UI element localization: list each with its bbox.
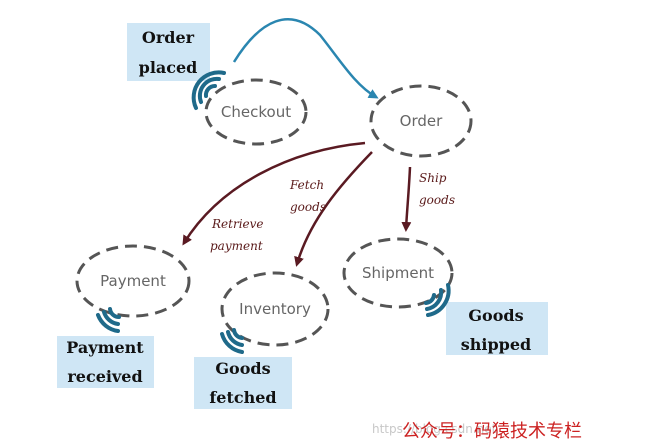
watermark-text: 公众号：码猿技术专栏 <box>402 421 582 442</box>
edge-label-retrieve-payment: Retrieve payment <box>210 217 264 253</box>
edge-label-fetch-goods: Fetch goods <box>289 178 326 214</box>
note-goods-shipped: Goods shipped <box>446 302 548 355</box>
arrow-order-to-inventory <box>294 151 373 267</box>
arrow-order-to-payment <box>182 141 366 246</box>
edge-label-fetch: Fetch <box>289 178 324 192</box>
node-inventory: Inventory <box>220 271 330 347</box>
note-goods-fetched: Goods fetched <box>194 357 292 409</box>
note-order-placed-line1: Order <box>142 28 195 47</box>
note-payment-received-line2: received <box>67 367 142 386</box>
node-payment: Payment <box>75 244 191 318</box>
node-shipment-label: Shipment <box>362 264 434 282</box>
node-checkout-label: Checkout <box>221 103 291 121</box>
checkout-signal-icon <box>191 70 226 110</box>
node-payment-label: Payment <box>100 272 166 290</box>
edge-label-goods-2: goods <box>419 193 455 207</box>
event-arrow-checkout-to-order <box>232 18 379 99</box>
edge-label-ship: Ship <box>419 171 447 185</box>
inventory-signal-icon <box>220 328 244 354</box>
edge-label-retrieve: Retrieve <box>211 217 264 231</box>
edge-label-payment: payment <box>210 239 263 253</box>
payment-signal-icon <box>96 307 121 333</box>
node-checkout: Checkout <box>204 78 308 146</box>
watermark-faint-url: https://blog.csdn.net <box>372 422 497 436</box>
note-goods-shipped-line2: shipped <box>461 335 531 354</box>
edge-label-ship-goods: Ship goods <box>419 171 455 207</box>
node-inventory-label: Inventory <box>239 300 311 318</box>
note-goods-fetched-line2: fetched <box>209 388 276 407</box>
node-order-label: Order <box>400 112 443 130</box>
note-order-placed: Order placed <box>127 23 210 81</box>
node-shipment: Shipment <box>342 237 454 309</box>
arrow-order-to-shipment <box>401 166 412 232</box>
shipment-signal-icon <box>424 283 451 317</box>
edge-label-goods-1: goods <box>290 200 326 214</box>
node-order: Order <box>369 84 473 158</box>
note-payment-received-line1: Payment <box>66 338 144 357</box>
note-payment-received: Payment received <box>57 336 154 388</box>
note-goods-fetched-line1: Goods <box>215 359 270 378</box>
note-order-placed-line2: placed <box>139 58 198 77</box>
note-goods-shipped-line1: Goods <box>468 306 523 325</box>
